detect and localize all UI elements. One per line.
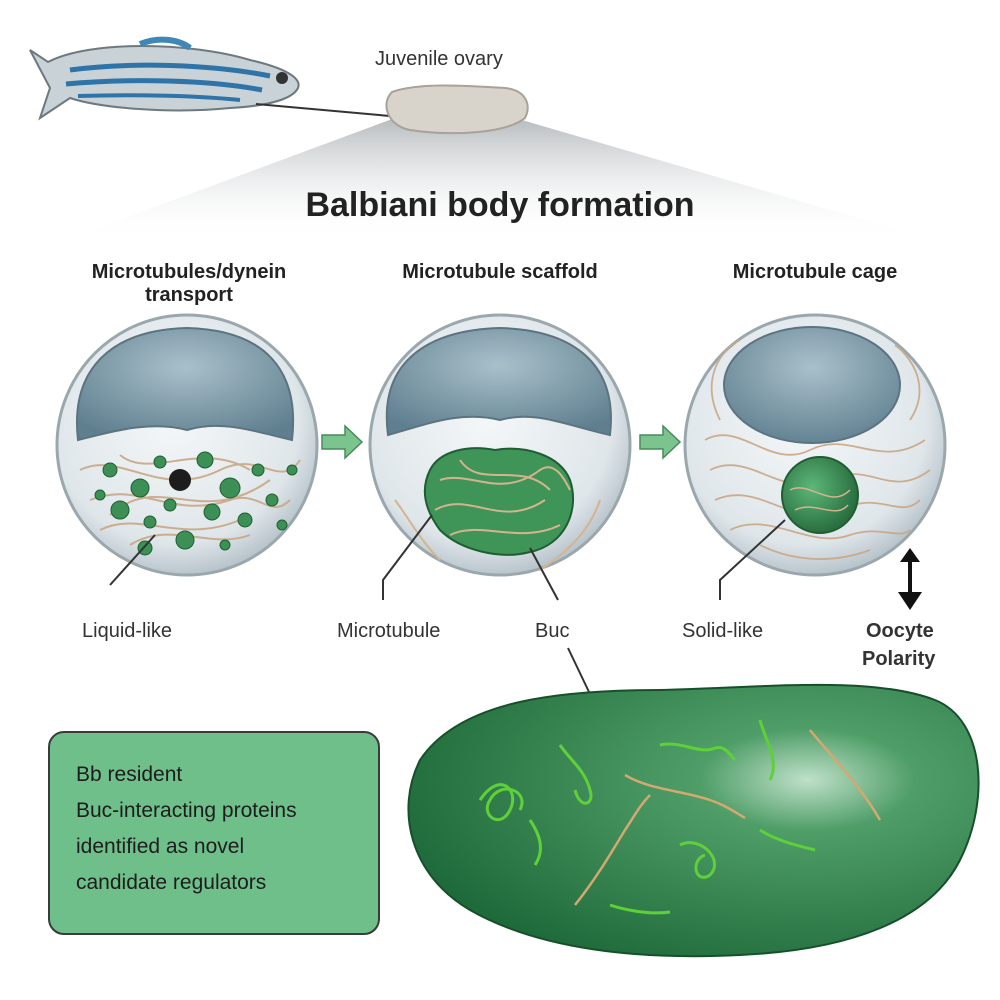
arrow-1 (321, 424, 364, 460)
polarity-line-1: Oocyte (866, 620, 934, 642)
stage-2-heading: Microtubule scaffold (402, 261, 598, 283)
cell-1-liquid-like (55, 313, 319, 586)
arrow-2 (639, 424, 682, 460)
stage-1-heading: Microtubules/dynein transport (91, 261, 287, 306)
zebrafish-icon (29, 36, 391, 121)
polarity-line-2: Polarity (862, 648, 936, 670)
buc-condensate (407, 683, 980, 958)
summary-line-4: candidate regulators (76, 871, 267, 894)
cell-3-cage (683, 313, 947, 600)
summary-line-2: Buc-interacting proteins (76, 799, 297, 822)
liquid-like-label: Liquid-like (82, 620, 173, 642)
cell-2-scaffold (368, 313, 632, 601)
microtubule-label: Microtubule (337, 620, 441, 642)
summary-line-3: identified as novel (76, 835, 245, 858)
double-arrow-icon (898, 548, 922, 610)
ovary-shape (385, 84, 529, 135)
stage-3-heading: Microtubule cage (732, 261, 898, 283)
juvenile-ovary-label: Juvenile ovary (375, 48, 503, 70)
page-title: Balbiani body formation (305, 186, 695, 224)
summary-line-1: Bb resident (76, 763, 183, 786)
zoom-fan (60, 118, 940, 242)
summary-box: Bb resident Buc-interacting proteins ide… (48, 731, 380, 935)
solid-like-label: Solid-like (682, 620, 764, 642)
buc-label: Buc (535, 620, 570, 642)
